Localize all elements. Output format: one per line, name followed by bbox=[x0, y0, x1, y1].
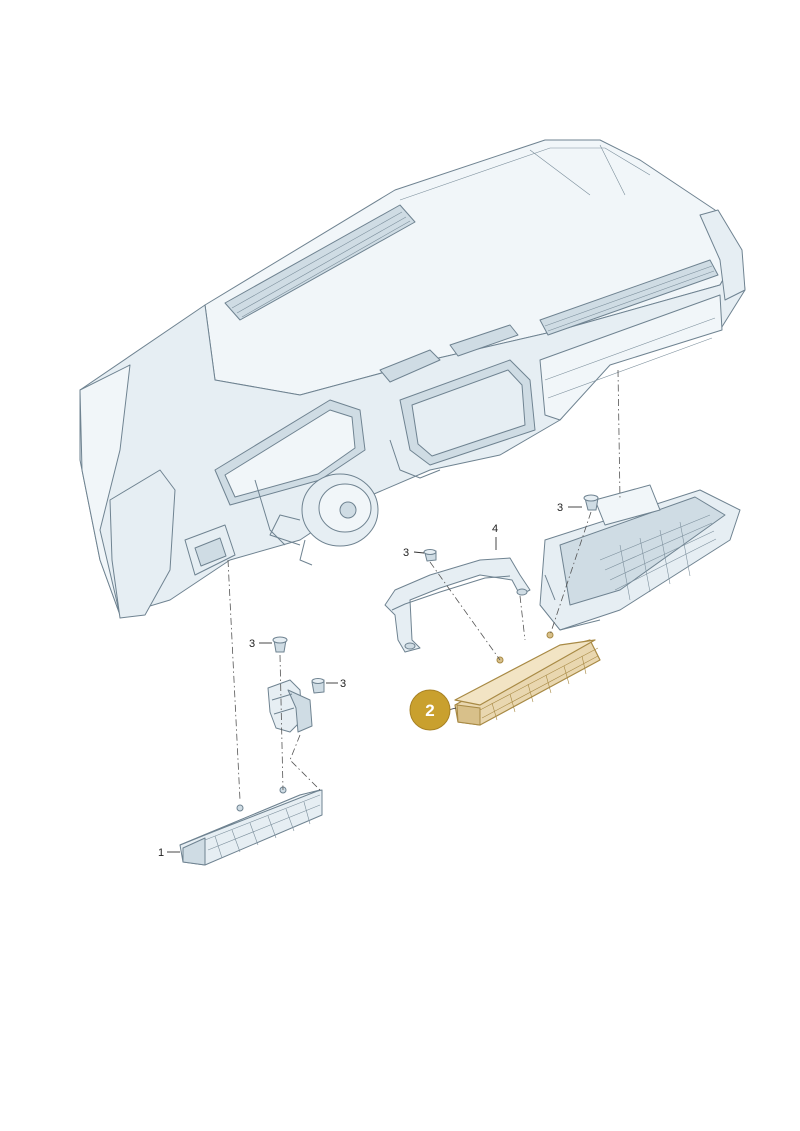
leader-lines bbox=[167, 506, 582, 853]
fastener-3-left-top bbox=[272, 636, 288, 653]
knee-airbag-module-1 bbox=[179, 786, 323, 866]
mounting-bracket bbox=[384, 557, 531, 653]
label-part-1: 1 bbox=[158, 847, 164, 859]
callout-part-2: 2 bbox=[409, 689, 451, 731]
callout-part-2-label: 2 bbox=[425, 701, 434, 720]
label-part-3-top-right: 3 bbox=[557, 502, 563, 514]
dashboard-assembly bbox=[79, 139, 746, 619]
assembly-guide-lines bbox=[227, 369, 621, 801]
label-part-3-left-side: 3 bbox=[340, 678, 346, 690]
fastener-3-top-right bbox=[583, 494, 599, 511]
glove-box-housing bbox=[539, 484, 741, 631]
label-part-3-bracket: 3 bbox=[403, 547, 409, 559]
label-part-3-left-top: 3 bbox=[249, 638, 255, 650]
fastener-3-left-side bbox=[311, 678, 325, 694]
airbag-module-2-highlighted bbox=[454, 631, 601, 726]
label-part-4: 4 bbox=[492, 523, 498, 535]
side-bracket bbox=[267, 679, 313, 733]
fastener-3-bracket bbox=[423, 549, 437, 562]
